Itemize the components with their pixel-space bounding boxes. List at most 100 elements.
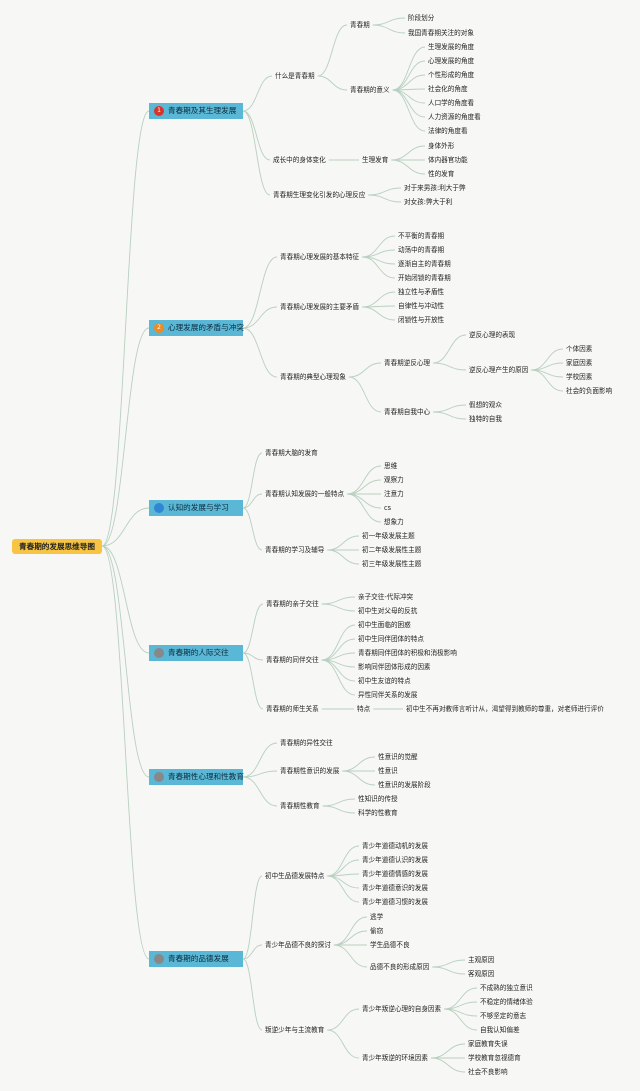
topic-node[interactable]: 初三年级发展性主题 (362, 559, 422, 568)
branch-topic-4[interactable]: 青春期的人际交往 (149, 645, 243, 661)
topic-node[interactable]: 青少年叛逆心理的自身因素 (362, 1004, 442, 1013)
topic-node[interactable]: 注意力 (384, 489, 404, 498)
branch-topic-5[interactable]: 青春期性心理和性教育 (149, 769, 244, 785)
topic-node[interactable]: 青春期心理发展的主要矛盾 (280, 302, 360, 311)
topic-node[interactable]: 亲子交往-代际冲突 (358, 592, 414, 601)
topic-node[interactable]: 初中生品德发展特点 (265, 871, 325, 880)
topic-node[interactable]: 青春期的师生关系 (266, 704, 319, 713)
topic-node[interactable]: 个性形成的角度 (428, 70, 475, 79)
topic-node[interactable]: 初中生不再对教师言听计从，渴望得到教师的尊重，对老师进行评价 (406, 704, 604, 713)
topic-node[interactable]: 心理发展的角度 (428, 56, 475, 65)
topic-node[interactable]: 影响同伴团体形成的因素 (358, 662, 431, 671)
topic-node[interactable]: 叛逆少年与主流教育 (265, 1025, 325, 1034)
topic-node[interactable]: 对于来男孩:利大于弊 (404, 183, 466, 192)
topic-node[interactable]: 青少年道德情感的发展 (362, 869, 428, 878)
topic-node[interactable]: 青春期的学习及辅导 (265, 545, 325, 554)
topic-node[interactable]: 青春期性教育 (280, 801, 320, 810)
topic-node[interactable]: 家庭因素 (566, 358, 593, 367)
topic-node[interactable]: 独特的自我 (469, 414, 502, 423)
topic-node[interactable]: 性意识的发展阶段 (378, 780, 431, 789)
topic-node[interactable]: 青春期生理变化引发的心理反应 (273, 190, 366, 199)
topic-node[interactable]: 青春期的亲子交往 (266, 599, 319, 608)
topic-node[interactable]: 闭锁性与开放性 (398, 315, 445, 324)
topic-node[interactable]: 异性同伴关系的发展 (358, 690, 418, 699)
topic-node[interactable]: 不平衡的青春期 (398, 231, 445, 240)
topic-node[interactable]: 逆反心理产生的原因 (469, 365, 529, 374)
topic-node[interactable]: 学校教育忽视德育 (468, 1053, 521, 1062)
topic-node[interactable]: 特点 (357, 704, 371, 713)
topic-node[interactable]: 青春期心理发展的基本特征 (280, 252, 360, 261)
topic-node[interactable]: 对女孩:弊大于利 (404, 197, 453, 206)
topic-node[interactable]: 法律的角度看 (428, 126, 468, 135)
branch-topic-6[interactable]: 青春期的品德发展 (149, 951, 243, 967)
topic-node[interactable]: 青少年道德意识的发展 (362, 883, 428, 892)
topic-node[interactable]: 客观原因 (468, 969, 495, 978)
topic-node[interactable]: 观察力 (384, 475, 404, 484)
topic-node[interactable]: 青少年叛逆的环境因素 (362, 1053, 428, 1062)
topic-node[interactable]: 什么是青春期 (275, 71, 315, 80)
topic-node[interactable]: 家庭教育失误 (468, 1039, 508, 1048)
topic-node[interactable]: 社会不良影响 (468, 1067, 508, 1076)
topic-node[interactable]: 科学的性教育 (358, 808, 398, 817)
topic-node[interactable]: 青春期的异性交往 (280, 738, 333, 747)
topic-node[interactable]: 青少年道德习惯的发展 (362, 897, 428, 906)
topic-node[interactable]: 体内器官功能 (428, 155, 468, 164)
topic-node[interactable]: 社会化的角度 (428, 84, 468, 93)
topic-node[interactable]: 青春期的同伴交往 (266, 655, 319, 664)
topic-node[interactable]: 青春期大脑的发育 (265, 448, 318, 457)
topic-node[interactable]: 初中生友谊的特点 (358, 676, 411, 685)
topic-node[interactable]: 自律性与冲动性 (398, 301, 445, 310)
topic-node[interactable]: 青春期 (350, 20, 370, 29)
topic-node[interactable]: 不成熟的独立意识 (480, 983, 533, 992)
topic-node[interactable]: 青少年道德认识的发展 (362, 855, 428, 864)
topic-node[interactable]: 生理发育 (362, 155, 389, 164)
topic-node[interactable]: 思维 (384, 461, 398, 470)
topic-node[interactable]: 性意识 (378, 766, 398, 775)
topic-node[interactable]: 青少年道德动机的发展 (362, 841, 428, 850)
topic-node[interactable]: 性意识的觉醒 (378, 752, 418, 761)
topic-node[interactable]: 青春期自我中心 (384, 407, 431, 416)
topic-node[interactable]: 我国青春期关注的对象 (408, 28, 474, 37)
topic-node[interactable]: 不够坚定的意志 (480, 1011, 527, 1020)
topic-node[interactable]: 主观原因 (468, 955, 495, 964)
topic-node[interactable]: 品德不良的形成原因 (370, 962, 430, 971)
topic-node[interactable]: 青少年品德不良的探讨 (265, 940, 331, 949)
topic-node[interactable]: 不稳定的情绪体验 (480, 997, 533, 1006)
topic-node[interactable]: 初中生对父母的反抗 (358, 606, 418, 615)
topic-node[interactable]: 人口学的角度看 (428, 98, 475, 107)
topic-node[interactable]: 青春期性意识的发展 (280, 766, 340, 775)
topic-node[interactable]: 偷窃 (370, 926, 384, 935)
topic-node[interactable]: 动荡中的青春期 (398, 245, 445, 254)
topic-node[interactable]: 初一年级发展主题 (362, 531, 415, 540)
topic-node[interactable]: 自我认知偏差 (480, 1025, 520, 1034)
topic-node[interactable]: 成长中的身体变化 (273, 155, 326, 164)
topic-node[interactable]: 人力资源的角度看 (428, 112, 481, 121)
topic-node[interactable]: cs (384, 503, 392, 512)
topic-node[interactable]: 想象力 (384, 517, 404, 526)
topic-node[interactable]: 独立性与矛盾性 (398, 287, 445, 296)
topic-node[interactable]: 社会的负面影响 (566, 386, 613, 395)
topic-node[interactable]: 个体因素 (566, 344, 593, 353)
topic-node[interactable]: 青春期认知发展的一般特点 (265, 489, 345, 498)
topic-node[interactable]: 初中生面临的困惑 (358, 620, 411, 629)
topic-node[interactable]: 逐渐自主的青春期 (398, 259, 451, 268)
topic-node[interactable]: 假想的观众 (469, 400, 502, 409)
topic-node[interactable]: 青春期同伴团体的积极和消极影响 (358, 648, 457, 657)
topic-node[interactable]: 学校因素 (566, 372, 593, 381)
branch-topic-3[interactable]: 认知的发展与学习 (149, 500, 243, 516)
root-topic[interactable]: 青春期的发展思维导图 (12, 539, 102, 554)
topic-node[interactable]: 初二年级发展性主题 (362, 545, 422, 554)
topic-node[interactable]: 生理发展的角度 (428, 42, 475, 51)
topic-node[interactable]: 学生品德不良 (370, 940, 410, 949)
topic-node[interactable]: 青春期的意义 (350, 85, 390, 94)
topic-node[interactable]: 性知识的传授 (358, 794, 398, 803)
topic-node[interactable]: 逆反心理的表现 (469, 330, 516, 339)
topic-node[interactable]: 逃学 (370, 912, 384, 921)
topic-node[interactable]: 开始闭锁的青春期 (398, 273, 451, 282)
topic-node[interactable]: 阶段划分 (408, 13, 435, 22)
topic-node[interactable]: 身体外形 (428, 141, 455, 150)
topic-node[interactable]: 青春期逆反心理 (384, 358, 431, 367)
topic-node[interactable]: 初中生同伴团体的特点 (358, 634, 424, 643)
